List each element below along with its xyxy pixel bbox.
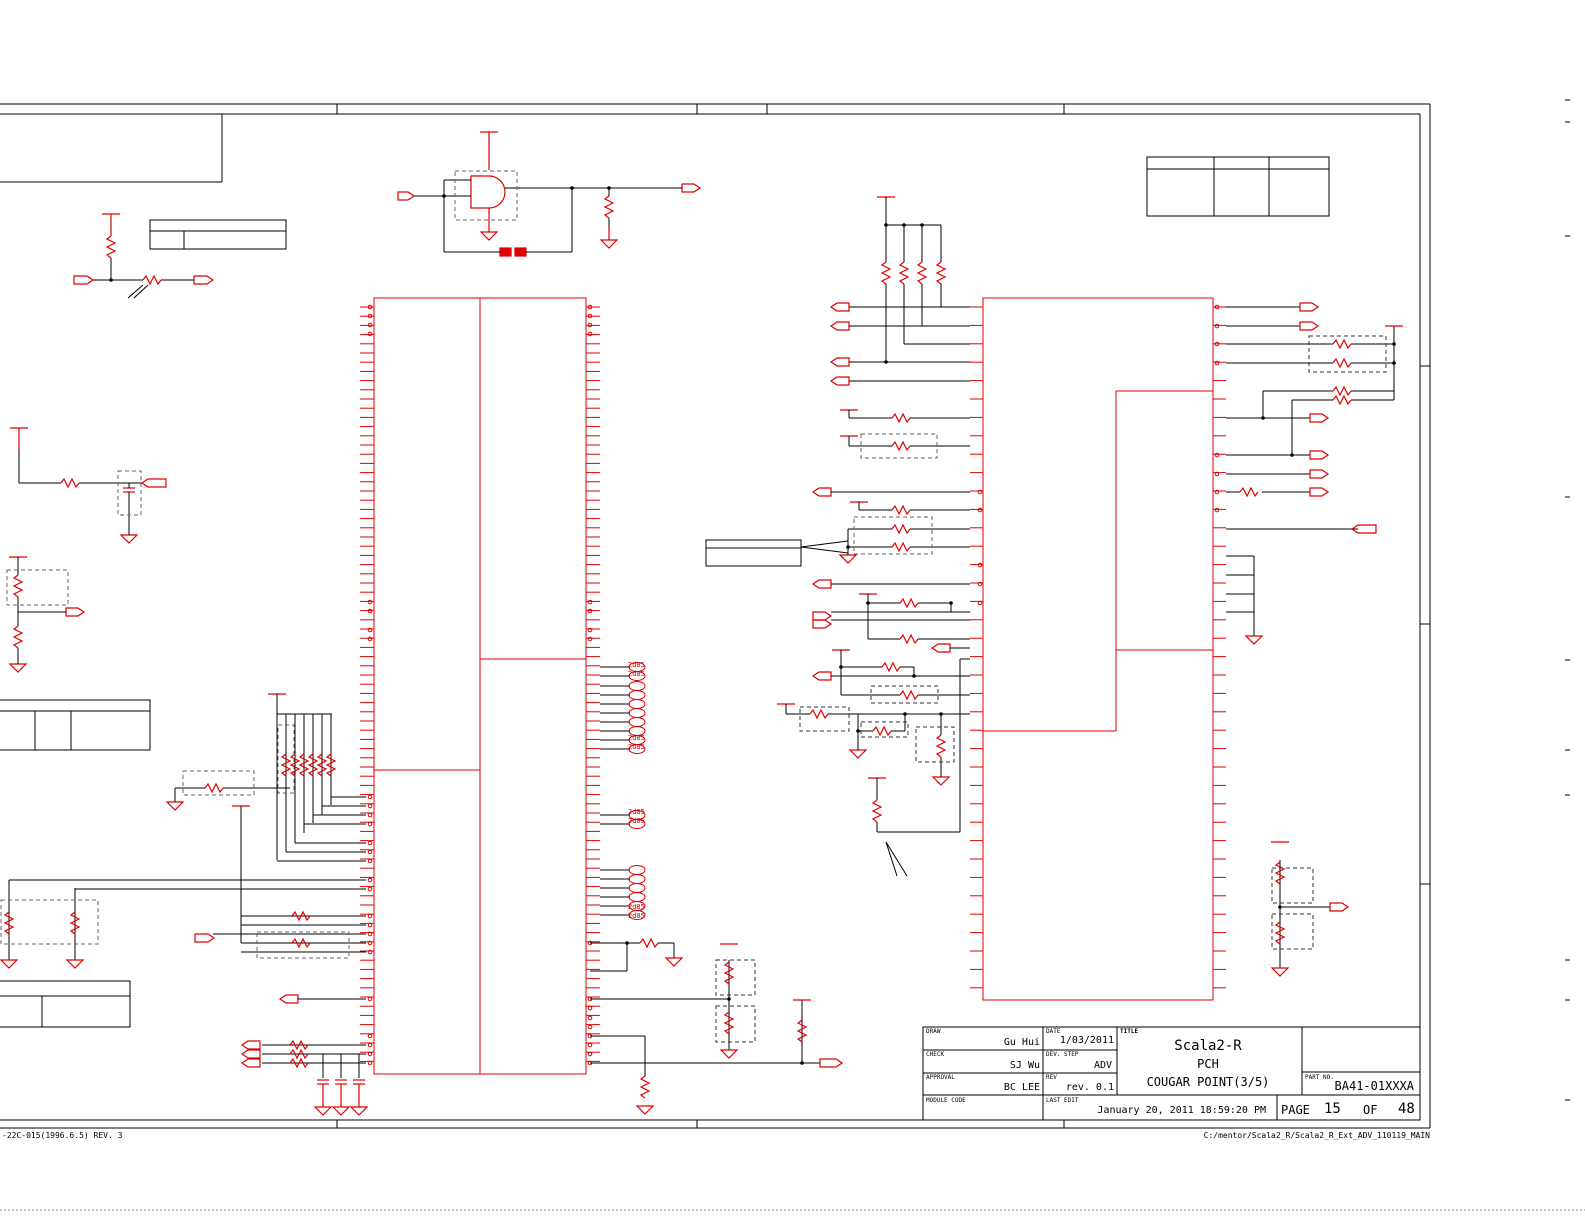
info-box-top-left	[0, 114, 223, 183]
footer-drawing-ref: -22C-015(1996.6.5) REV. 3	[2, 1131, 123, 1140]
pullup-series-resistor	[73, 213, 215, 299]
dev-step-label: DEV. STEP	[1046, 1051, 1079, 1058]
part-no-label: PART NO.	[1305, 1074, 1334, 1081]
edge-ticks	[1565, 99, 1570, 1101]
note-table-3	[0, 699, 151, 751]
d85-chains: 2d85 2d85 2d85 2d85 2d85 2d85 2d85 2d85	[600, 661, 646, 920]
page-value: 15	[1324, 1101, 1341, 1117]
pch-ic-right	[982, 297, 1214, 1001]
part-no-value: BA41-01XXXA	[1335, 1079, 1415, 1093]
net-label-d85-d: 2d85	[628, 743, 645, 751]
right-ic-pullups	[777, 196, 970, 877]
check-label: CHECK	[926, 1051, 944, 1058]
date-label: DATE	[1046, 1028, 1061, 1035]
net-label-d85-c: 2d85	[628, 734, 645, 742]
last-edit-label: LAST EDIT	[1046, 1097, 1079, 1104]
rev-label: REV	[1046, 1074, 1057, 1081]
title-line-2: PCH	[1197, 1057, 1219, 1071]
note-table-5	[705, 539, 849, 567]
page-label: PAGE	[1281, 1103, 1310, 1117]
net-label-d85-b: 2d85	[628, 670, 645, 678]
pch-ic-left	[373, 297, 587, 1075]
right-ic-outputs	[1226, 302, 1403, 977]
footer-file-path: C:/mentor/Scala2_R/Scala2_R_Ext_ADV_1101…	[1204, 1131, 1431, 1140]
draw-label: DRAW	[926, 1028, 941, 1035]
approval-value: BC LEE	[1004, 1082, 1040, 1093]
rc-filter-left	[10, 427, 167, 544]
title-line-1: Scala2-R	[1174, 1038, 1242, 1054]
sheet-border	[0, 103, 1431, 1129]
pch-ic-right-pins	[970, 304, 1226, 989]
of-label: OF	[1363, 1103, 1377, 1117]
net-label-d85-a: 2d85	[628, 661, 645, 669]
note-table-2	[1146, 156, 1330, 217]
check-value: SJ Wu	[1010, 1060, 1040, 1071]
divider-left	[6, 556, 86, 673]
net-label-d85-g: 2d85	[628, 903, 645, 911]
net-label-d85-f: 2d85	[628, 817, 645, 825]
note-table-1	[149, 219, 287, 250]
dev-step-value: ADV	[1094, 1060, 1112, 1071]
note-table-4	[0, 980, 131, 1028]
rev-value: rev. 0.1	[1066, 1082, 1114, 1093]
date-value: 1/03/2011	[1060, 1035, 1114, 1046]
net-label-d85-h: 2d85	[628, 912, 645, 920]
last-edit-value: January 20, 2011 18:59:20 PM	[1097, 1105, 1266, 1116]
and-gate-circuit	[397, 131, 702, 257]
title-label: TITLE	[1120, 1028, 1138, 1035]
bottom-caps	[240, 1039, 369, 1116]
title-block: DRAW Gu Hui DATE 1/03/2011 TITLE Scala2-…	[922, 1026, 1421, 1121]
title-line-3: COUGAR POINT(3/5)	[1147, 1075, 1270, 1089]
draw-value: Gu Hui	[1004, 1037, 1040, 1048]
bottom-left-net	[0, 879, 366, 1004]
lower-middle-net	[590, 937, 844, 1115]
net-label-d85-e: 2d85	[628, 808, 645, 816]
resistor-array-left	[165, 693, 366, 943]
approval-label: APPROVAL	[926, 1074, 955, 1081]
of-value: 48	[1398, 1101, 1415, 1117]
module-code-label: MODULE CODE	[926, 1097, 966, 1104]
